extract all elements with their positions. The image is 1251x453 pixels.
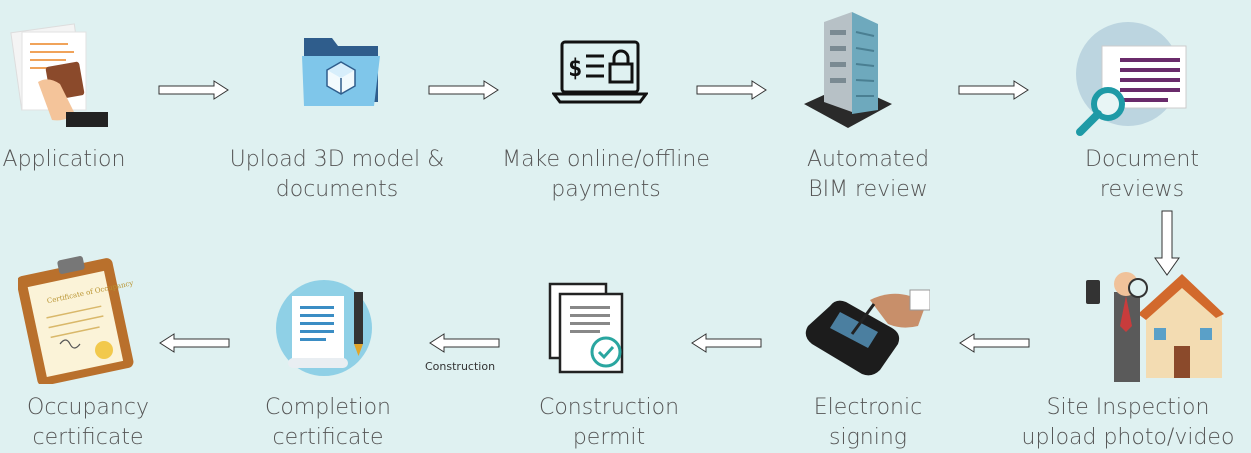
arrow-left-icon bbox=[959, 333, 1030, 353]
document-magnifier-icon bbox=[1076, 22, 1187, 136]
arrow-right-icon bbox=[428, 80, 499, 100]
step-label: Automated BIM review bbox=[806, 147, 930, 202]
arrow-right-icon bbox=[158, 80, 229, 100]
permit-document-check-icon bbox=[548, 282, 624, 374]
arrow-down-icon bbox=[1154, 210, 1180, 276]
clipboard-certificate-icon: Certificate of Occupancy bbox=[18, 256, 134, 384]
step-label: Upload 3D model & documents bbox=[229, 147, 445, 202]
certificate-scroll-pen-icon bbox=[276, 280, 372, 376]
step-label: Document reviews bbox=[1085, 147, 1199, 202]
step-label: Application bbox=[2, 147, 126, 172]
inspector-house-icon bbox=[1086, 272, 1224, 382]
signature-pad-icon bbox=[805, 289, 930, 376]
3d-model-folder-icon bbox=[302, 38, 380, 106]
step-label: Make online/offline payments bbox=[502, 147, 710, 202]
arrow-right-icon bbox=[696, 80, 767, 100]
arrow-left-icon bbox=[429, 333, 500, 353]
arrow-label: Construction bbox=[425, 360, 496, 373]
arrow-left-icon bbox=[691, 333, 762, 353]
step-label: Electronic signing bbox=[813, 395, 923, 450]
step-label: Occupancy certificate bbox=[27, 395, 149, 450]
svg-text:$: $ bbox=[568, 54, 582, 82]
application-form-icon bbox=[10, 23, 108, 127]
arrow-right-icon bbox=[958, 80, 1029, 100]
step-label: Site Inspection upload photo/video bbox=[1021, 395, 1235, 450]
building-icon bbox=[804, 12, 892, 128]
step-label: Construction permit bbox=[538, 395, 680, 450]
laptop-payment-lock-icon: $ bbox=[552, 40, 648, 104]
arrow-left-icon bbox=[159, 333, 230, 353]
step-label: Completion certificate bbox=[264, 395, 391, 450]
